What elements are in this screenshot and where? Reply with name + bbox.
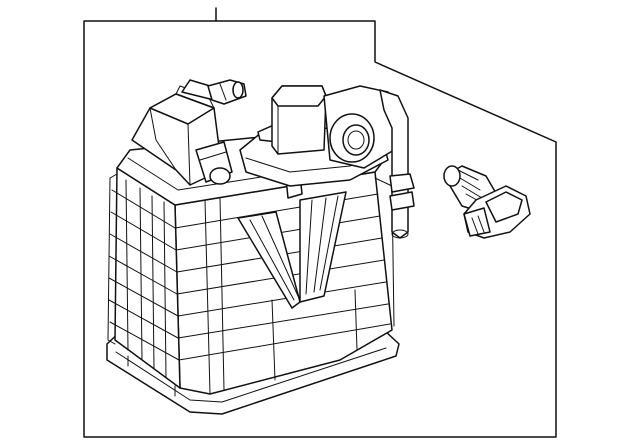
- front-face-ribs: [204, 197, 358, 395]
- vent-nozzle: [181, 79, 247, 105]
- front-fitting: [195, 141, 233, 185]
- sensor-box: [271, 85, 327, 155]
- front-v-bracket: [237, 191, 347, 309]
- end-face-ribs: [125, 179, 167, 379]
- right-hose: [379, 89, 415, 239]
- evap-canister-assembly[interactable]: [106, 79, 415, 415]
- purge-solenoid-valve[interactable]: [443, 165, 531, 239]
- assembly-boundary-frame: [83, 20, 557, 438]
